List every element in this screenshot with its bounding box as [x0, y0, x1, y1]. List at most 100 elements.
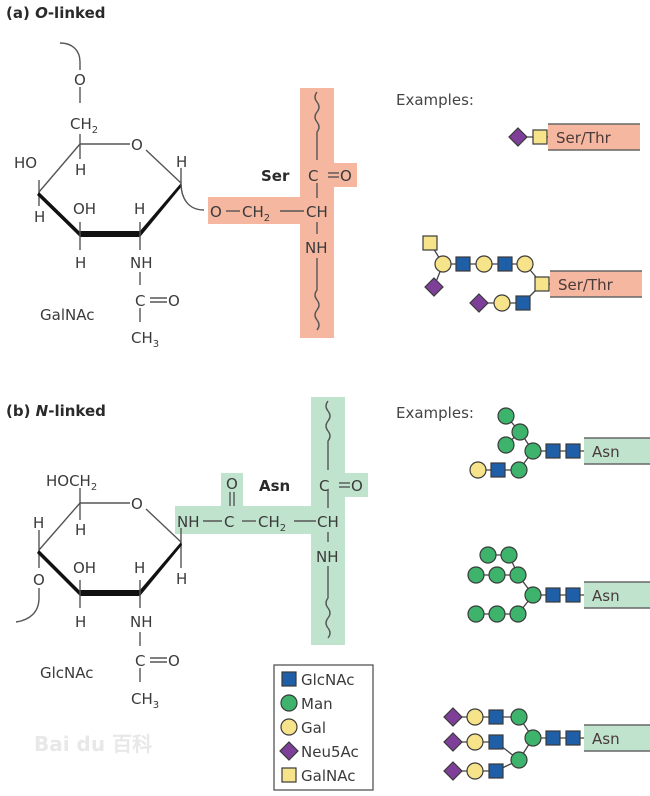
amino-acid-tag: Ser/Thr	[548, 123, 640, 151]
amino-acid-tag: Asn	[584, 437, 650, 465]
man-circle-icon	[509, 605, 527, 623]
nh-label: NH	[130, 254, 153, 272]
galnac-square-icon	[281, 767, 297, 783]
oh-label: OH	[73, 200, 96, 218]
h-label: H	[34, 208, 45, 226]
ring-wedge-left	[37, 192, 80, 237]
h-label: H	[134, 559, 145, 577]
man-circle-icon	[497, 407, 515, 425]
gal-circle-icon	[466, 762, 484, 780]
h-label: H	[75, 161, 86, 179]
man-circle-icon	[510, 751, 528, 769]
glcnac-square-icon	[545, 443, 561, 459]
peptide-backbone-bottom	[325, 566, 331, 639]
examples-label: Examples:	[396, 404, 474, 422]
man-circle-icon	[497, 436, 515, 454]
n-glycan-example-high-mannose: Asn	[467, 546, 650, 623]
gal-circle-icon	[280, 718, 298, 736]
glcnac-square-icon	[515, 295, 531, 311]
man-circle-icon	[509, 566, 527, 584]
man-circle-icon	[524, 729, 542, 747]
man-circle-icon	[488, 566, 506, 584]
legend-label: Neu5Ac	[301, 743, 359, 761]
panel-b-title: (b) N-linked	[6, 402, 106, 420]
c-label: C	[135, 652, 145, 670]
glcnac-square-icon	[490, 462, 506, 478]
man-circle-icon	[467, 566, 485, 584]
examples-label: Examples:	[396, 91, 474, 109]
c-label: C	[224, 513, 234, 531]
c-label: C	[319, 477, 329, 495]
amino-acid-asn: Asn	[259, 477, 290, 495]
glcnac-square-icon	[488, 709, 504, 725]
peptide-backbone-bottom	[314, 258, 320, 331]
man-circle-icon	[467, 605, 485, 623]
ch-label: CH	[317, 513, 339, 531]
tag-label: Asn	[592, 730, 620, 748]
glycan-chain-bond	[15, 588, 40, 623]
glcnac-square-icon	[497, 256, 513, 272]
legend-item: Neu5Ac	[279, 741, 359, 761]
watermark: Bai du 百科	[34, 732, 152, 756]
o-label: O	[168, 652, 180, 670]
h-label: H	[134, 200, 145, 218]
ch2-label: CH2	[242, 203, 270, 224]
nh-label: NH	[177, 513, 200, 531]
sugar-name-galnac: GalNAc	[40, 306, 94, 324]
legend-label: GlcNAc	[301, 671, 355, 689]
ring-oxygen: O	[131, 136, 143, 154]
asn-highlight	[175, 397, 368, 645]
gal-circle-icon	[469, 461, 487, 479]
h-label: H	[176, 570, 187, 588]
legend-item: GlcNAc	[281, 671, 355, 689]
glcnac-square-icon	[565, 443, 581, 459]
man-circle-icon	[524, 442, 542, 460]
amino-acid-tag: Asn	[584, 724, 650, 752]
tag-background	[548, 124, 640, 150]
glycan-chain-bond	[59, 42, 81, 70]
oh-label: OH	[73, 559, 96, 577]
neu5ac-diamond-icon	[469, 293, 489, 313]
tag-background	[584, 438, 650, 464]
gal-circle-icon	[466, 733, 484, 751]
ring-wedge-right	[140, 183, 182, 237]
man-circle-icon	[500, 546, 518, 564]
tag-background	[584, 582, 650, 608]
ring-wedge-right	[140, 542, 182, 596]
legend-label: Man	[301, 695, 333, 713]
n-glycan-example-hybrid: Asn	[469, 407, 650, 479]
o-label: O	[340, 167, 352, 185]
o-label: O	[226, 475, 238, 493]
glcnac-square-icon	[565, 587, 581, 603]
galnac-square-icon	[422, 235, 438, 251]
ring-oxygen: O	[131, 495, 143, 513]
galnac-square-icon	[534, 276, 550, 292]
neu5ac-diamond-icon	[443, 707, 463, 727]
c-label: C	[135, 292, 145, 310]
ch3-label: CH3	[131, 690, 159, 711]
nh-label: NH	[305, 239, 328, 257]
glcnac-square-icon	[455, 256, 471, 272]
tag-label: Ser/Thr	[556, 129, 612, 147]
legend-label: GalNAc	[301, 767, 355, 785]
gal-circle-icon	[493, 294, 511, 312]
neu5ac-diamond-icon	[279, 741, 299, 761]
nh-label: NH	[130, 613, 153, 631]
legend-label: Gal	[301, 719, 326, 737]
hoch2-label: HOCH2	[46, 472, 97, 493]
man-circle-icon	[510, 461, 528, 479]
o-atom: O	[33, 571, 45, 589]
sugar-name-glcnac: GlcNAc	[40, 664, 94, 682]
ho-label: HO	[14, 154, 37, 172]
panel-b: (b) N-linked HOCH2 O H H O OH H H	[6, 397, 650, 781]
neu5ac-diamond-icon	[424, 277, 444, 297]
glcnac-square-icon	[488, 734, 504, 750]
man-circle-icon	[280, 694, 298, 712]
amino-acid-tag: Asn	[584, 581, 650, 609]
ch2-label: CH2	[70, 115, 98, 136]
tag-background	[584, 725, 650, 751]
o-label: O	[351, 477, 363, 495]
glcnac-square-icon	[545, 730, 561, 746]
amino-acid-tag: Ser/Thr	[550, 270, 642, 298]
o-glycan-example-2: Ser/Thr	[422, 235, 642, 313]
